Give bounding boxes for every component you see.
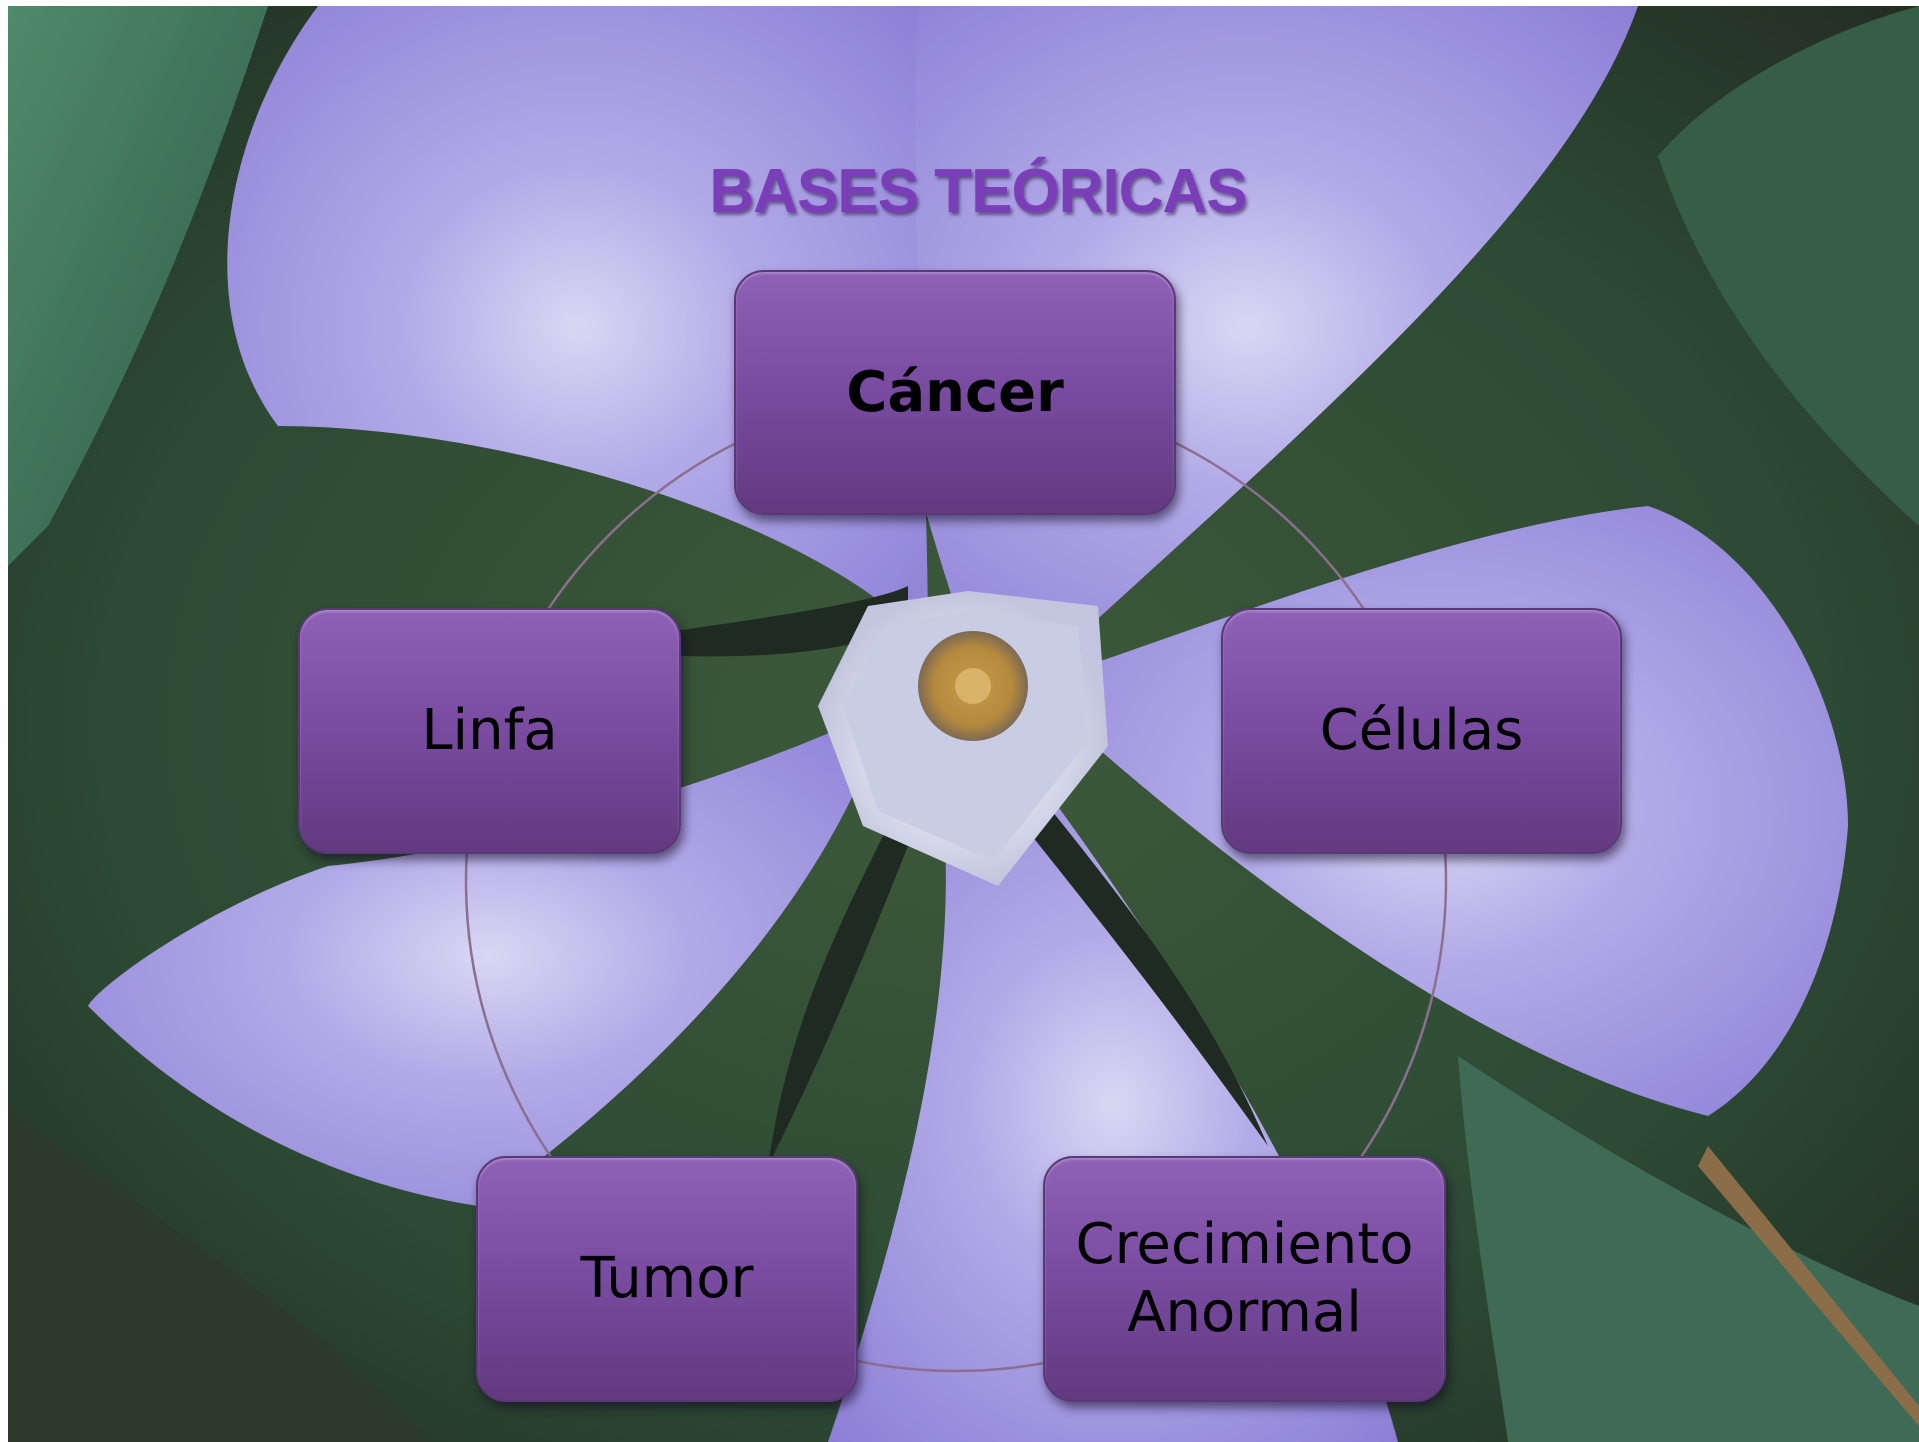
node-label: Crecimiento Anormal	[1076, 1211, 1414, 1347]
node-label-line-2: Anormal	[1076, 1279, 1414, 1347]
node-tumor[interactable]: Tumor	[476, 1156, 858, 1402]
slide-title: BASES TEÓRICAS	[568, 156, 1388, 227]
node-cancer[interactable]: Cáncer	[734, 270, 1176, 515]
node-label: Células	[1320, 697, 1524, 765]
node-label: Cáncer	[846, 359, 1064, 427]
node-linfa[interactable]: Linfa	[298, 608, 681, 854]
slide: BASES TEÓRICAS Cáncer Células Crecimient…	[8, 6, 1919, 1442]
node-label: Tumor	[580, 1245, 753, 1313]
node-celulas[interactable]: Células	[1221, 608, 1622, 854]
node-label-line-1: Crecimiento	[1076, 1211, 1414, 1279]
node-crecimiento-anormal[interactable]: Crecimiento Anormal	[1043, 1156, 1446, 1402]
node-label: Linfa	[421, 697, 557, 765]
